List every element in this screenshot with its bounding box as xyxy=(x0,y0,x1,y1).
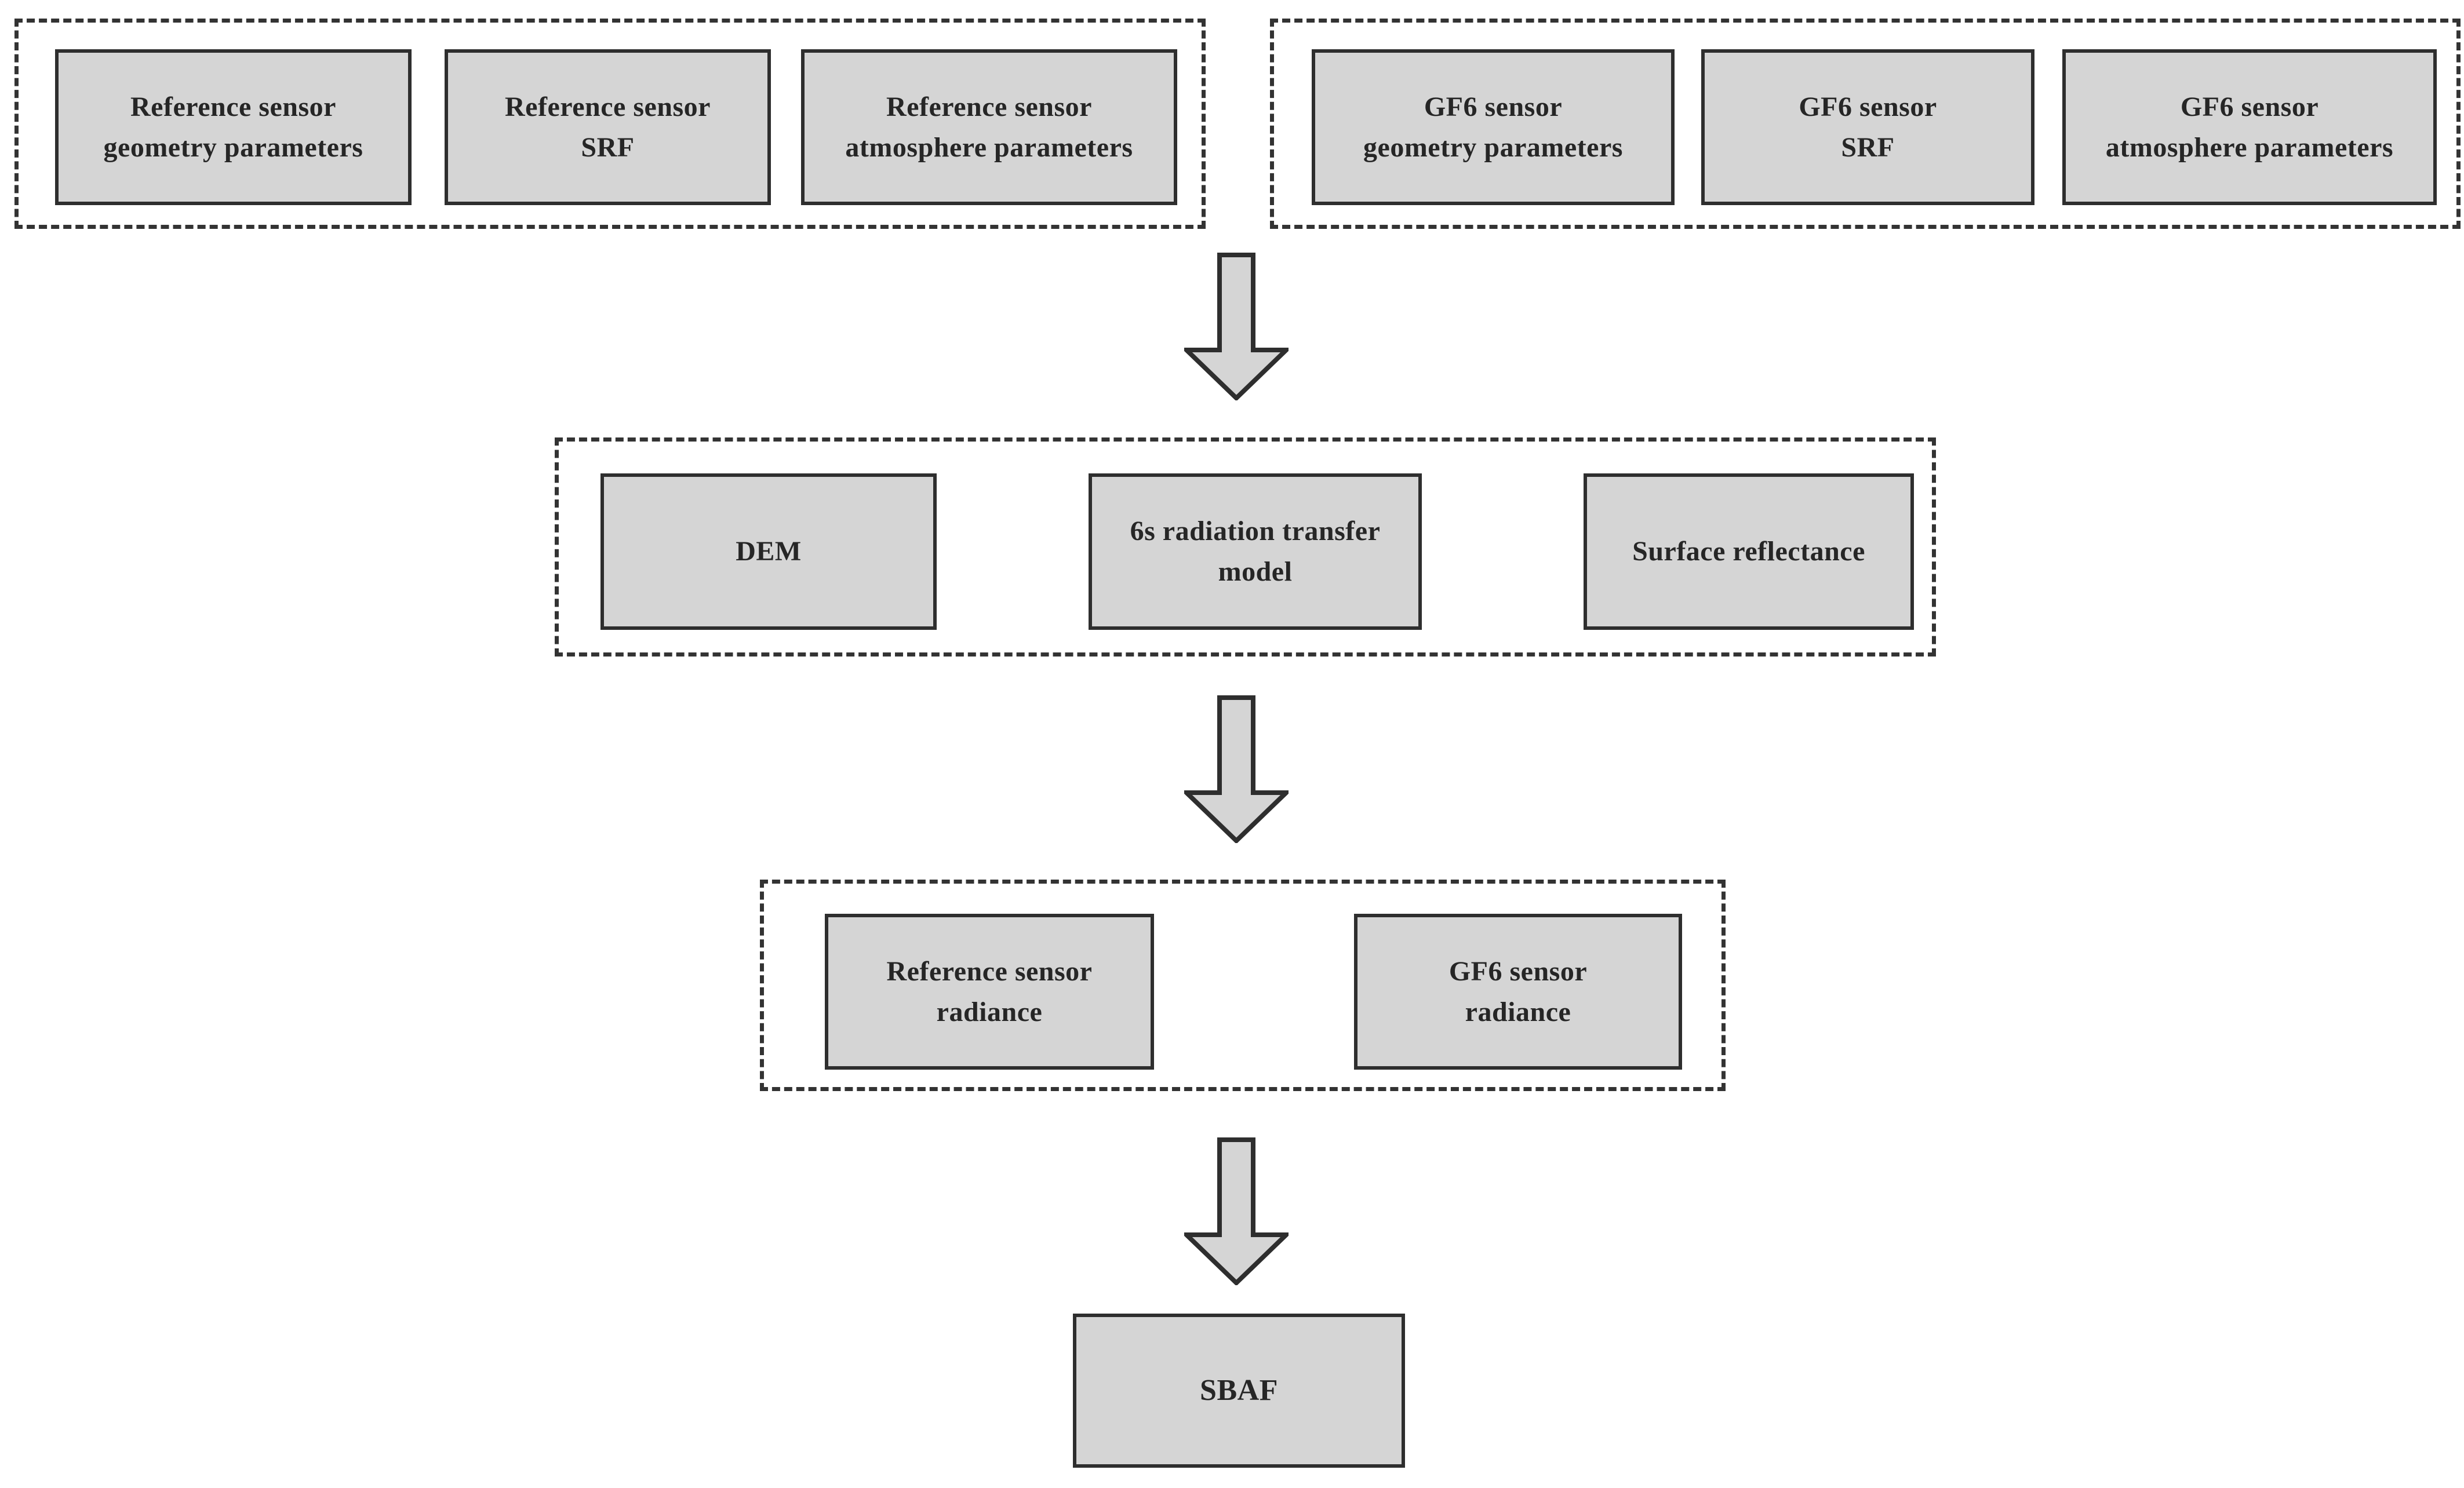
box-label: DEM xyxy=(736,536,802,567)
box-reference-atmosphere-parameters: Reference sensor atmosphere parameters xyxy=(801,49,1177,205)
group-gf6-sensor-inputs: GF6 sensor geometry parameters GF6 senso… xyxy=(1270,19,2461,229)
box-label: GF6 sensor geometry parameters xyxy=(1363,91,1623,163)
down-arrow-icon xyxy=(1184,253,1289,400)
box-label: GF6 sensor atmosphere parameters xyxy=(2105,91,2394,163)
box-6s-radiation-transfer-model: 6s radiation transfer model xyxy=(1089,473,1422,630)
down-arrow-icon xyxy=(1184,695,1289,843)
box-label: GF6 sensor radiance xyxy=(1448,955,1588,1027)
box-label: Reference sensor SRF xyxy=(505,91,711,163)
box-gf6-sensor-radiance: GF6 sensor radiance xyxy=(1354,914,1682,1070)
box-label: Reference sensor atmosphere parameters xyxy=(845,91,1133,163)
box-reference-geometry-parameters: Reference sensor geometry parameters xyxy=(55,49,412,205)
box-dem: DEM xyxy=(600,473,937,630)
box-label: SBAF xyxy=(1200,1374,1278,1407)
group-reference-sensor-inputs: Reference sensor geometry parameters Ref… xyxy=(14,19,1206,229)
box-reference-sensor-radiance: Reference sensor radiance xyxy=(825,914,1154,1070)
box-label: GF6 sensor SRF xyxy=(1799,91,1937,163)
box-gf6-srf: GF6 sensor SRF xyxy=(1701,49,2034,205)
box-label: Reference sensor geometry parameters xyxy=(103,91,363,163)
box-label: Reference sensor radiance xyxy=(886,955,1093,1027)
box-sbaf: SBAF xyxy=(1073,1314,1405,1468)
group-sensor-radiance: Reference sensor radiance GF6 sensor rad… xyxy=(760,880,1726,1091)
down-arrow-icon xyxy=(1184,1137,1289,1285)
box-gf6-geometry-parameters: GF6 sensor geometry parameters xyxy=(1312,49,1675,205)
group-model-inputs: DEM 6s radiation transfer model Surface … xyxy=(555,437,1936,657)
box-label: 6s radiation transfer model xyxy=(1130,516,1381,587)
box-gf6-atmosphere-parameters: GF6 sensor atmosphere parameters xyxy=(2062,49,2437,205)
box-reference-srf: Reference sensor SRF xyxy=(445,49,771,205)
box-label: Surface reflectance xyxy=(1632,536,1865,567)
box-surface-reflectance: Surface reflectance xyxy=(1584,473,1914,630)
